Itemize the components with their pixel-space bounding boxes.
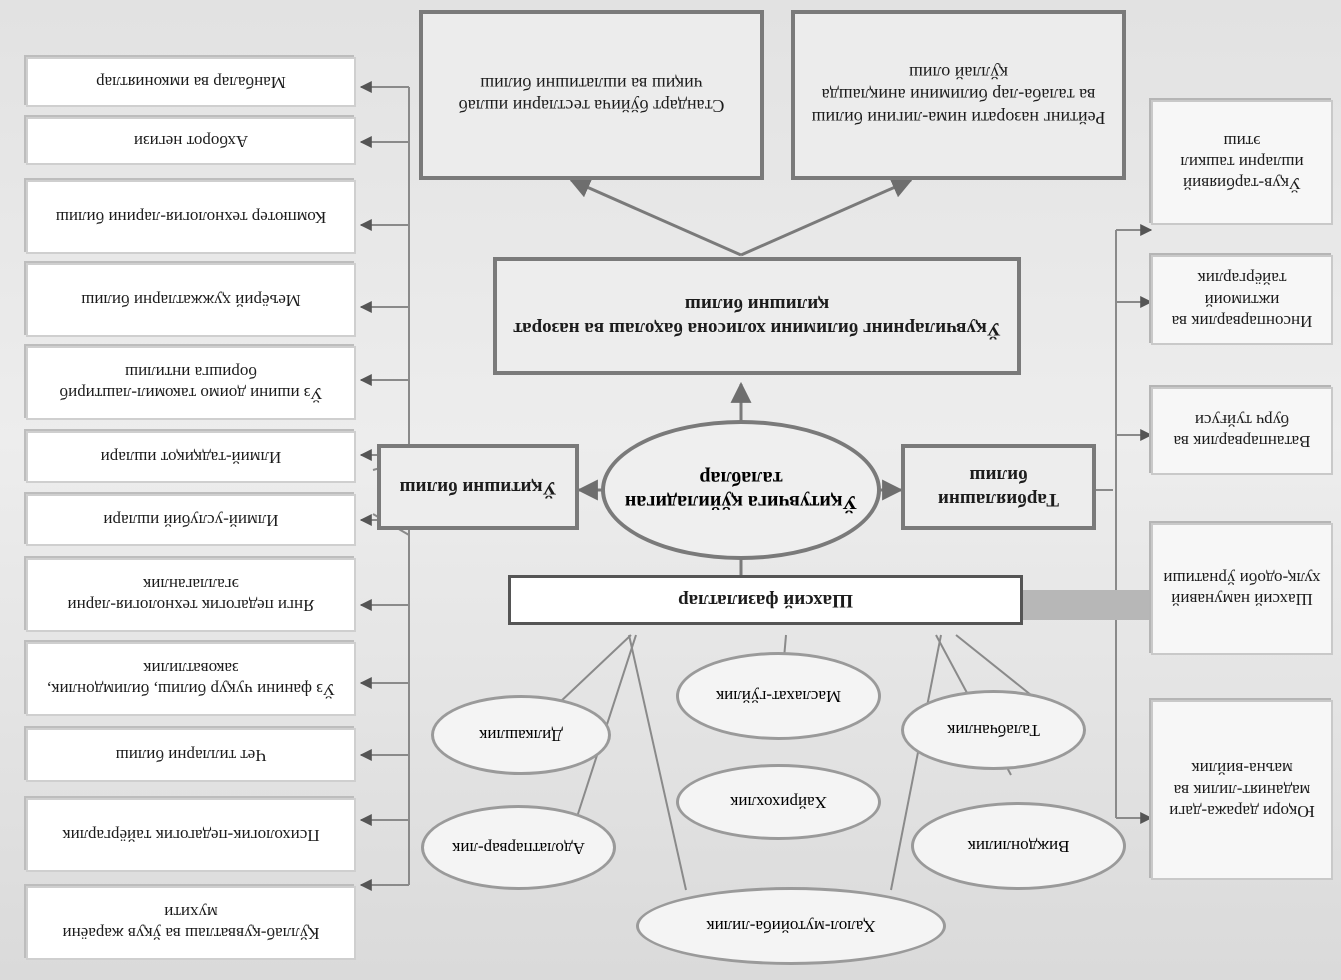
teaching-box: Ўқитишни билиш bbox=[377, 444, 579, 530]
standard-tests-box: Стандарт бўйича тестларни ишлаб чиқиш ва… bbox=[419, 10, 764, 180]
trait-ellipse: Виждонлилик bbox=[911, 802, 1126, 890]
educational-item: Юқори даража-даги маданият-лилик ва маън… bbox=[1151, 700, 1333, 880]
teaching-item-label: Манбалар ва имкониятлар bbox=[96, 72, 286, 92]
central-hub: Ўқитувчига қўйиладиган талаблар bbox=[601, 420, 881, 560]
teaching-item-label: Ахборот негизи bbox=[133, 131, 249, 151]
assessment-box: Ўқувчиларнинг билимини холисона баҳолаш … bbox=[493, 257, 1021, 375]
teaching-item: Янги педагогик технология-ларни эгаллага… bbox=[26, 558, 356, 632]
teaching-item: Меъёрий ҳужжатларни билиш bbox=[26, 263, 356, 337]
teaching-item: Илмий-тадқиқот ишлари bbox=[26, 431, 356, 483]
teaching-item: Илмий-услубий ишлари bbox=[26, 494, 356, 546]
rating-control-label: Рейтинг назорати нима-лигини билиш ва та… bbox=[811, 62, 1106, 128]
educational-label: Тарбиялашни билиш bbox=[937, 465, 1060, 510]
teaching-item-label: Қўллаб-қувватлаш ва ўқув жараёни мухити bbox=[62, 903, 320, 944]
teaching-item-label: Илмий-услубий ишлари bbox=[103, 510, 279, 530]
educational-item-label: Шахсий намунавий хулқ-одоби ўрнатиши bbox=[1163, 569, 1321, 610]
trait-ellipse: Маслахат-гўйлик bbox=[676, 652, 881, 740]
educational-box: Тарбиялашни билиш bbox=[901, 444, 1096, 530]
personal-qualities-box: Шахсий фазилатлар bbox=[508, 575, 1023, 625]
trait-label: Хайрихохлик bbox=[730, 793, 827, 813]
teaching-item-label: Психологик-педагогик тайёргарлик bbox=[62, 825, 320, 845]
trait-ellipse: Ҳалол-мутойиба-лилик bbox=[636, 887, 946, 965]
rating-control-box: Рейтинг назорати нима-лигини билиш ва та… bbox=[791, 10, 1126, 180]
educational-item-label: Инсонпарварлик ва ижтимоий тайёргарлик bbox=[1171, 269, 1313, 331]
teaching-item: Ўз фанини чуқур билиш, билимдонлик, зако… bbox=[26, 642, 356, 716]
teaching-item-label: Компютер технология-ларини билиш bbox=[55, 207, 327, 227]
educational-item-label: Юқори даража-даги маданият-лилик ва маън… bbox=[1169, 759, 1315, 821]
trait-label: Дилкашлик bbox=[479, 726, 563, 746]
trait-label: Ҳалол-мутойиба-лилик bbox=[706, 917, 876, 937]
teaching-item: Манбалар ва имкониятлар bbox=[26, 57, 356, 107]
trait-ellipse: Хайрихохлик bbox=[676, 764, 881, 840]
trait-label: Талабчанлик bbox=[947, 721, 1040, 741]
trait-ellipse: Дилкашлик bbox=[431, 695, 611, 775]
teaching-item-label: Янги педагогик технология-ларни эгаллага… bbox=[67, 575, 315, 616]
teaching-item: Ўз ишини доимо такомил-лаштириб боришга … bbox=[26, 346, 356, 420]
central-hub-label: Ўқитувчига қўйиладиган талаблар bbox=[624, 467, 858, 513]
teaching-item: Қўллаб-қувватлаш ва ўқув жараёни мухити bbox=[26, 886, 356, 960]
teaching-item-label: Меъёрий ҳужжатларни билиш bbox=[81, 290, 301, 310]
assessment-label: Ўқувчиларнинг билимини холисона баҳолаш … bbox=[513, 294, 1001, 339]
educational-item-label: Ватанпарварлик ва бурч туйғуси bbox=[1173, 411, 1311, 452]
trait-label: Маслахат-гўйлик bbox=[715, 687, 842, 707]
teaching-item-label: Илмий-тадқиқот ишлари bbox=[100, 447, 282, 467]
standard-tests-label: Стандарт бўйича тестларни ишлаб чиқиш ва… bbox=[458, 74, 725, 117]
teaching-item: Компютер технология-ларини билиш bbox=[26, 180, 356, 254]
personal-qualities-label: Шахсий фазилатлар bbox=[678, 589, 853, 611]
educational-item: Шахсий намунавий хулқ-одоби ўрнатиши bbox=[1151, 523, 1333, 655]
teaching-item: Чет тилларни билиш bbox=[26, 728, 356, 782]
trait-ellipse: Адолатпарвар-лик bbox=[421, 805, 616, 890]
teaching-item-label: Ўз ишини доимо такомил-лаштириб боришга … bbox=[59, 363, 323, 404]
teaching-item: Психологик-педагогик тайёргарлик bbox=[26, 798, 356, 872]
trait-ellipse: Талабчанлик bbox=[901, 690, 1086, 770]
trait-label: Адолатпарвар-лик bbox=[452, 838, 585, 858]
teaching-item-label: Чет тилларни билиш bbox=[115, 745, 267, 765]
educational-item: Ватанпарварлик ва бурч туйғуси bbox=[1151, 387, 1333, 475]
teaching-item-label: Ўз фанини чуқур билиш, билимдонлик, зако… bbox=[46, 659, 336, 700]
teaching-label: Ўқитишни билиш bbox=[399, 476, 557, 498]
teaching-item: Ахборот негизи bbox=[26, 117, 356, 165]
educational-item: Ўқув-тарбиявий ишларни ташкил этиш bbox=[1151, 100, 1333, 225]
educational-item-label: Ўқув-тарбиявий ишларни ташкил этиш bbox=[1180, 131, 1304, 194]
educational-item: Инсонпарварлик ва ижтимоий тайёргарлик bbox=[1151, 255, 1333, 345]
trait-label: Виждонлилик bbox=[967, 837, 1070, 857]
